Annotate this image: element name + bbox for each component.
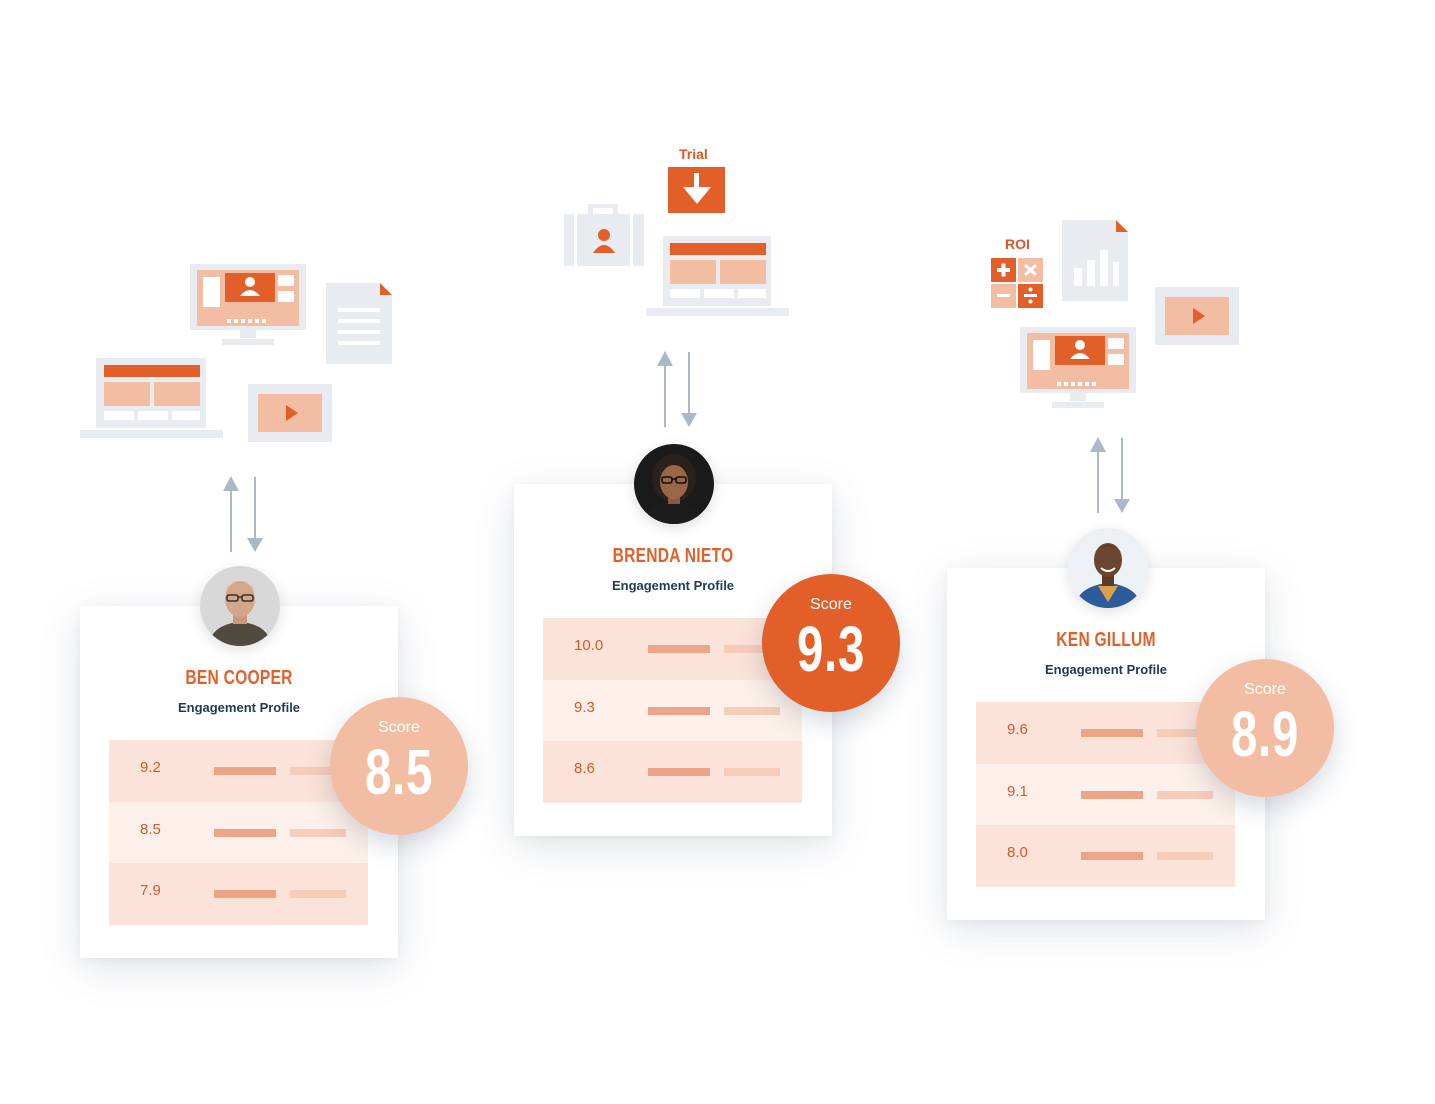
exchange-arrows-icon — [1090, 437, 1130, 513]
exchange-arrows-icon — [223, 476, 263, 552]
table-row: 8.0 — [976, 825, 1235, 887]
row-value: 9.6 — [1007, 721, 1028, 738]
avatar — [634, 444, 714, 524]
video-player-icon — [1155, 287, 1239, 345]
score-label: Score — [378, 719, 420, 736]
laptop-icon — [80, 358, 223, 438]
profile-name: BRENDA NIETO — [612, 545, 734, 567]
row-bar-secondary — [290, 890, 346, 898]
row-bar-primary — [214, 890, 276, 898]
briefcase-icon — [564, 204, 644, 266]
avatar — [200, 566, 280, 646]
calculator-icon[interactable] — [991, 258, 1045, 310]
desktop-monitor-icon — [1020, 327, 1136, 408]
bar-chart-document-icon — [1062, 220, 1128, 301]
profile-name: KEN GILLUM — [1056, 629, 1156, 651]
score-badge: Score 8.9 — [1196, 659, 1334, 797]
score-rows: 10.0 9.3 8.6 — [543, 618, 802, 803]
row-bar-secondary — [1157, 852, 1213, 860]
row-value: 9.2 — [140, 759, 161, 776]
score-label: Score — [810, 596, 852, 613]
row-bar-secondary — [724, 706, 780, 715]
score-rows: 9.2 8.5 7.9 — [109, 740, 368, 925]
profile-subtitle: Engagement Profile — [1044, 662, 1168, 677]
row-value: 10.0 — [574, 637, 604, 654]
trial-label: Trial — [679, 146, 708, 162]
table-row: 8.6 — [543, 741, 802, 803]
video-player-icon — [248, 384, 332, 442]
row-bar-primary — [648, 645, 710, 653]
row-value: 8.0 — [1007, 844, 1028, 861]
row-bar-secondary — [724, 645, 780, 653]
row-bar-primary — [648, 768, 710, 776]
row-bar-primary — [1081, 729, 1143, 737]
trial-download-icon[interactable] — [668, 167, 726, 215]
row-value: 8.5 — [140, 820, 161, 838]
table-row: 9.2 — [109, 740, 368, 802]
table-row: 9.6 — [976, 702, 1235, 764]
profile-card-ken-gillum[interactable]: KEN GILLUM Engagement Profile 9.6 9.1 8.… — [947, 568, 1265, 920]
row-bar-secondary — [1157, 790, 1213, 799]
row-bar-secondary — [290, 767, 346, 775]
row-bar-primary — [214, 828, 276, 837]
avatar — [1068, 528, 1148, 608]
score-value: 8.5 — [364, 736, 434, 808]
laptop-icon — [646, 236, 789, 316]
row-bar-primary — [1081, 852, 1143, 860]
row-bar-primary — [214, 767, 276, 775]
row-bar-secondary — [1157, 729, 1213, 737]
row-value: 8.6 — [574, 760, 595, 777]
document-icon — [326, 283, 392, 364]
row-value: 9.1 — [1007, 782, 1028, 800]
desktop-monitor-icon — [190, 264, 306, 345]
table-row: 7.9 — [109, 863, 368, 925]
score-badge: Score 8.5 — [330, 697, 468, 835]
table-row: 8.5 — [109, 801, 368, 863]
profile-subtitle: Engagement Profile — [611, 578, 735, 593]
row-value: 7.9 — [140, 882, 161, 899]
row-bar-secondary — [724, 768, 780, 776]
row-bar-secondary — [290, 828, 346, 837]
profile-name: BEN COOPER — [185, 667, 293, 689]
table-row: 10.0 — [543, 618, 802, 680]
score-rows: 9.6 9.1 8.0 — [976, 702, 1235, 887]
exchange-arrows-icon — [657, 351, 697, 427]
roi-label: ROI — [1005, 236, 1030, 252]
table-row: 9.3 — [543, 679, 802, 741]
profile-subtitle: Engagement Profile — [177, 700, 301, 715]
score-value: 9.3 — [796, 613, 866, 685]
score-value: 8.9 — [1230, 698, 1300, 770]
table-row: 9.1 — [976, 763, 1235, 825]
score-badge: Score 9.3 — [762, 574, 900, 712]
row-bar-primary — [648, 706, 710, 715]
score-label: Score — [1244, 681, 1286, 698]
row-value: 9.3 — [574, 698, 595, 716]
row-bar-primary — [1081, 790, 1143, 799]
